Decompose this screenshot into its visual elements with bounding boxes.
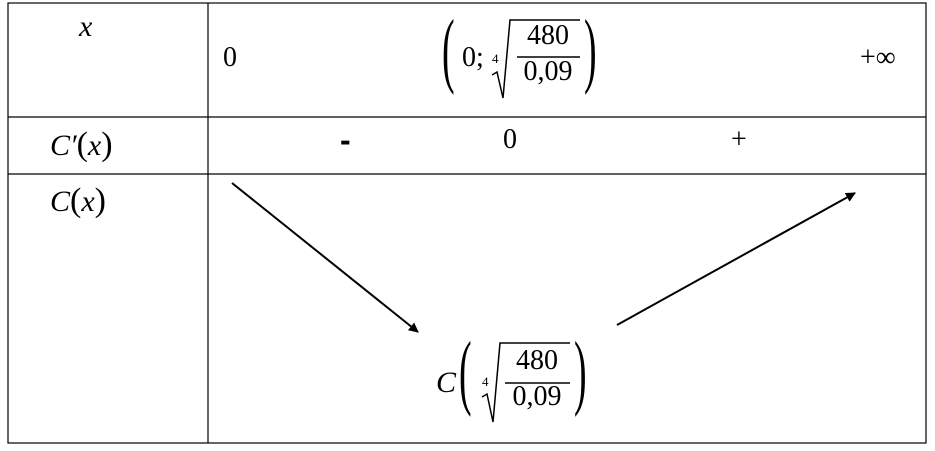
x-row-header: x <box>79 10 93 43</box>
min-func-name: C <box>436 366 457 399</box>
function-arg: x <box>81 185 95 218</box>
derivative-arg: x <box>87 129 102 162</box>
x-left-paren: ( <box>442 3 455 96</box>
x-fraction-denominator: 0,09 <box>523 56 573 87</box>
min-right-paren: ) <box>574 325 587 418</box>
derivative-positive-sign: + <box>731 124 747 155</box>
derivative-row-header: C′(x) <box>50 126 113 163</box>
x-right-paren: ) <box>584 3 597 96</box>
x-interval-prefix: 0; <box>462 42 484 73</box>
min-fraction-numerator: 480 <box>516 345 558 376</box>
x-left-value: 0 <box>223 42 237 73</box>
min-fraction-denominator: 0,09 <box>512 381 562 412</box>
x-root-index: 4 <box>492 51 499 66</box>
derivative-negative-sign: - <box>340 122 351 158</box>
x-right-value: +∞ <box>860 42 896 73</box>
derivative-func-name: C′ <box>50 129 77 162</box>
min-root-index: 4 <box>482 374 489 389</box>
decreasing-arrow <box>231 182 419 333</box>
function-row-header: C(x) <box>50 182 106 219</box>
x-fraction-numerator: 480 <box>527 20 569 51</box>
radical-sign-x-row <box>491 19 580 99</box>
derivative-zero: 0 <box>503 124 517 155</box>
x-fraction: 480 0,09 <box>514 22 582 86</box>
min-left-paren: ( <box>459 325 472 418</box>
increasing-arrow <box>616 192 856 326</box>
min-fraction: 480 0,09 <box>503 347 571 411</box>
radical-sign-min <box>481 342 570 423</box>
function-func-name: C <box>50 185 71 218</box>
